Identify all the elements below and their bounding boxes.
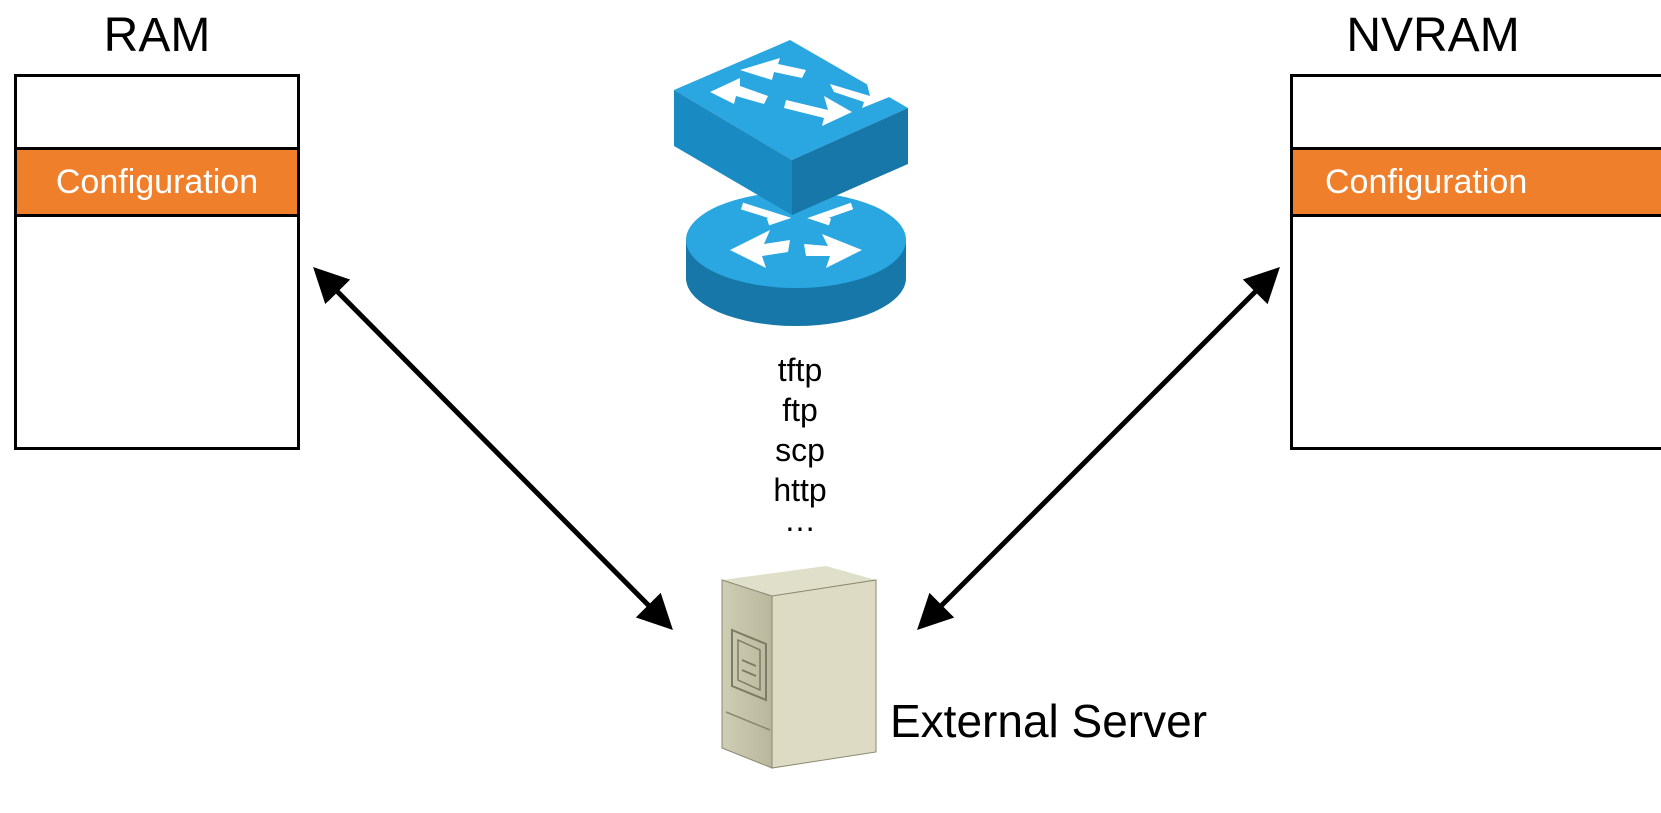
ram-config-band: Configuration <box>17 147 297 217</box>
protocol-item: scp <box>775 432 825 468</box>
router-switch-icon <box>674 40 908 326</box>
nvram-config-band: Configuration <box>1293 147 1661 217</box>
ram-box: Configuration <box>14 74 300 450</box>
nvram-server-arrow <box>917 267 1280 630</box>
protocol-item: … <box>784 502 816 538</box>
server-label: External Server <box>890 695 1208 747</box>
protocol-item: tftp <box>777 352 823 388</box>
nvram-box: Configuration <box>1290 74 1661 450</box>
nvram-config-label: Configuration <box>1325 162 1528 201</box>
ram-server-arrow <box>313 267 673 630</box>
nvram-title: NVRAM <box>1346 9 1520 62</box>
ram-title: RAM <box>103 9 211 62</box>
protocol-item: ftp <box>782 392 818 428</box>
ram-config-label: Configuration <box>55 162 259 201</box>
server-icon <box>721 566 877 769</box>
protocol-item: http <box>773 472 827 508</box>
protocol-list: tftp ftp scp http … <box>740 350 860 538</box>
